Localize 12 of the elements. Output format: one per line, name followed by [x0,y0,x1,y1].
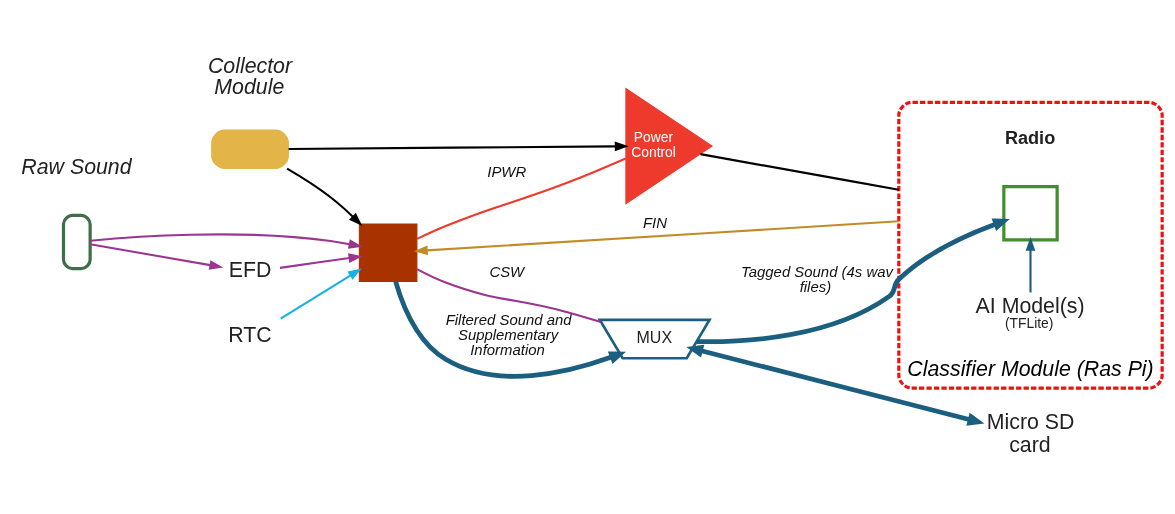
label: Raw Sound [21,154,132,179]
node-text: Micro SD card [986,409,1075,457]
node-text: EFD [228,257,272,282]
node-text: Radio [1004,127,1056,148]
node-text: RTC [228,322,272,347]
edge-label: Tagged Sound (4s wav files) [741,262,893,295]
edge-label: IPWR [487,162,527,180]
edge-label: FIN [642,213,667,231]
edge-label: Filtered Sound and Supplementary Information [445,310,572,358]
label: Collector Module [207,53,293,99]
node-text: AI Model(s) (TFLite) [975,293,1085,331]
edge-label: CSW [489,262,525,280]
